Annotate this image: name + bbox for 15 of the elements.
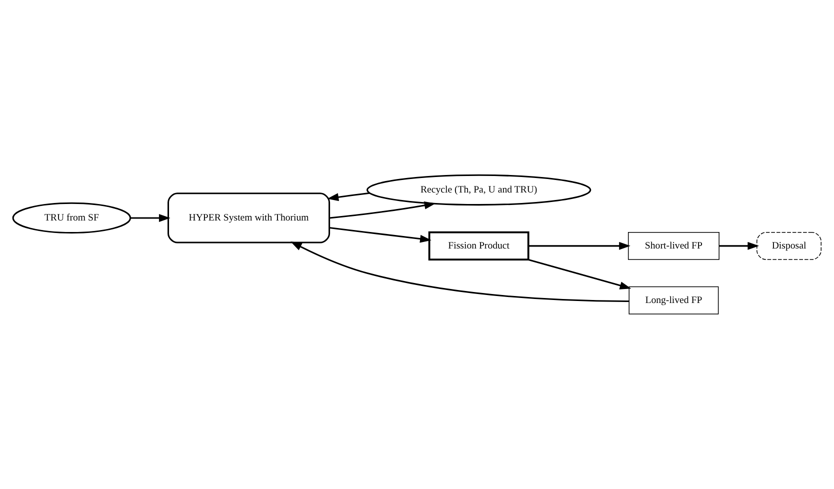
- node-box: Fission Product: [428, 231, 530, 260]
- node-box: Long-lived FP: [628, 286, 719, 314]
- arrow: [130, 214, 170, 222]
- arrow: [329, 201, 436, 219]
- arrow: [290, 242, 630, 302]
- arrow: [327, 192, 370, 202]
- arrow: [528, 258, 632, 290]
- arrow: [719, 242, 760, 250]
- node-box: HYPER System with Thorium: [168, 192, 330, 244]
- node-box: Short-lived FP: [628, 232, 720, 260]
- node-box: Disposal: [756, 232, 822, 260]
- arrow: [329, 227, 432, 243]
- node-ellipse: Recycle (Th, Pa, U and TRU): [366, 174, 592, 206]
- arrow: [528, 242, 630, 250]
- node-ellipse: TRU from SF: [12, 202, 132, 234]
